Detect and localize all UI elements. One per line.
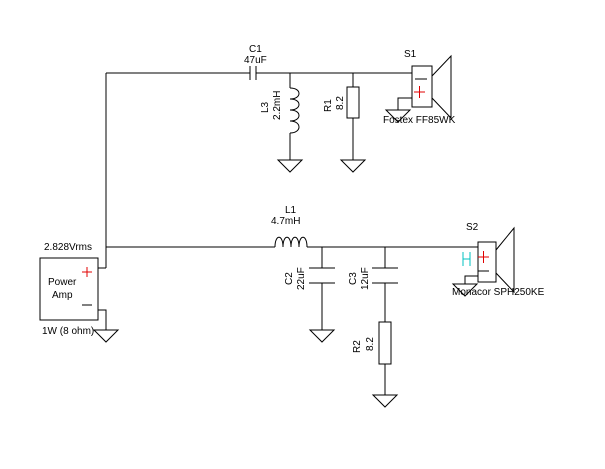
- c3-ref-label: C3: [348, 272, 359, 285]
- ground-amp: [92, 329, 120, 343]
- l1-value-label: 4.7mH: [271, 216, 300, 227]
- s2-plus-sign: [478, 251, 489, 263]
- s2-model-label: Monacor SPH250KE: [452, 287, 545, 298]
- c1-capacitor: [249, 66, 264, 80]
- l1-inductor: [274, 236, 308, 248]
- s2-wire-minus: [464, 275, 478, 284]
- ground-s1: [384, 109, 412, 123]
- ground-s2: [451, 283, 479, 297]
- s1-wire-plus: [397, 97, 412, 110]
- amp-name-line1: Power: [48, 277, 77, 288]
- c1-ref-label: C1: [249, 44, 262, 55]
- ground-c2: [308, 329, 336, 343]
- l1-ref-label: L1: [285, 205, 297, 216]
- c3-capacitor: [372, 267, 398, 284]
- r2-resistor: [378, 321, 392, 365]
- s1-speaker-cone: [431, 54, 452, 120]
- r1-value-label: 8.2: [335, 96, 346, 110]
- amp-plus-sign: [82, 267, 92, 277]
- ground-r1: [339, 159, 367, 173]
- r1-ref-label: R1: [323, 99, 334, 112]
- c2-ref-label: C2: [284, 272, 295, 285]
- s2-ref-label: S2: [466, 222, 479, 233]
- s2-cyan-mark: [462, 252, 471, 266]
- s2-speaker-box: [477, 241, 497, 283]
- amp-voltage-label: 2.828Vrms: [44, 242, 92, 253]
- s1-ref-label: S1: [404, 49, 417, 60]
- s1-plus-sign: [414, 86, 425, 98]
- r1-resistor: [346, 86, 360, 119]
- amp-name-line2: Amp: [52, 290, 73, 301]
- amp-minus-wire: [98, 309, 107, 330]
- ground-r2: [371, 394, 399, 408]
- c1-value-label: 47uF: [244, 55, 267, 66]
- power-amp-box: [39, 257, 99, 321]
- r2-ref-label: R2: [352, 340, 363, 353]
- c2-value-label: 22uF: [296, 267, 307, 290]
- r2-value-label: 8.2: [365, 337, 376, 351]
- c2-capacitor: [309, 267, 335, 284]
- c3-value-label: 12uF: [360, 267, 371, 290]
- l3-ref-label: L3: [260, 101, 271, 113]
- l3-inductor: [289, 87, 300, 134]
- s1-speaker-box: [411, 65, 433, 108]
- ground-l3: [276, 159, 304, 173]
- amp-power-label: 1W (8 ohm): [42, 326, 94, 337]
- s2-speaker-cone: [495, 226, 515, 294]
- l3-value-label: 2.2mH: [272, 91, 283, 120]
- s1-model-label: Fostex FF85WK: [383, 115, 456, 126]
